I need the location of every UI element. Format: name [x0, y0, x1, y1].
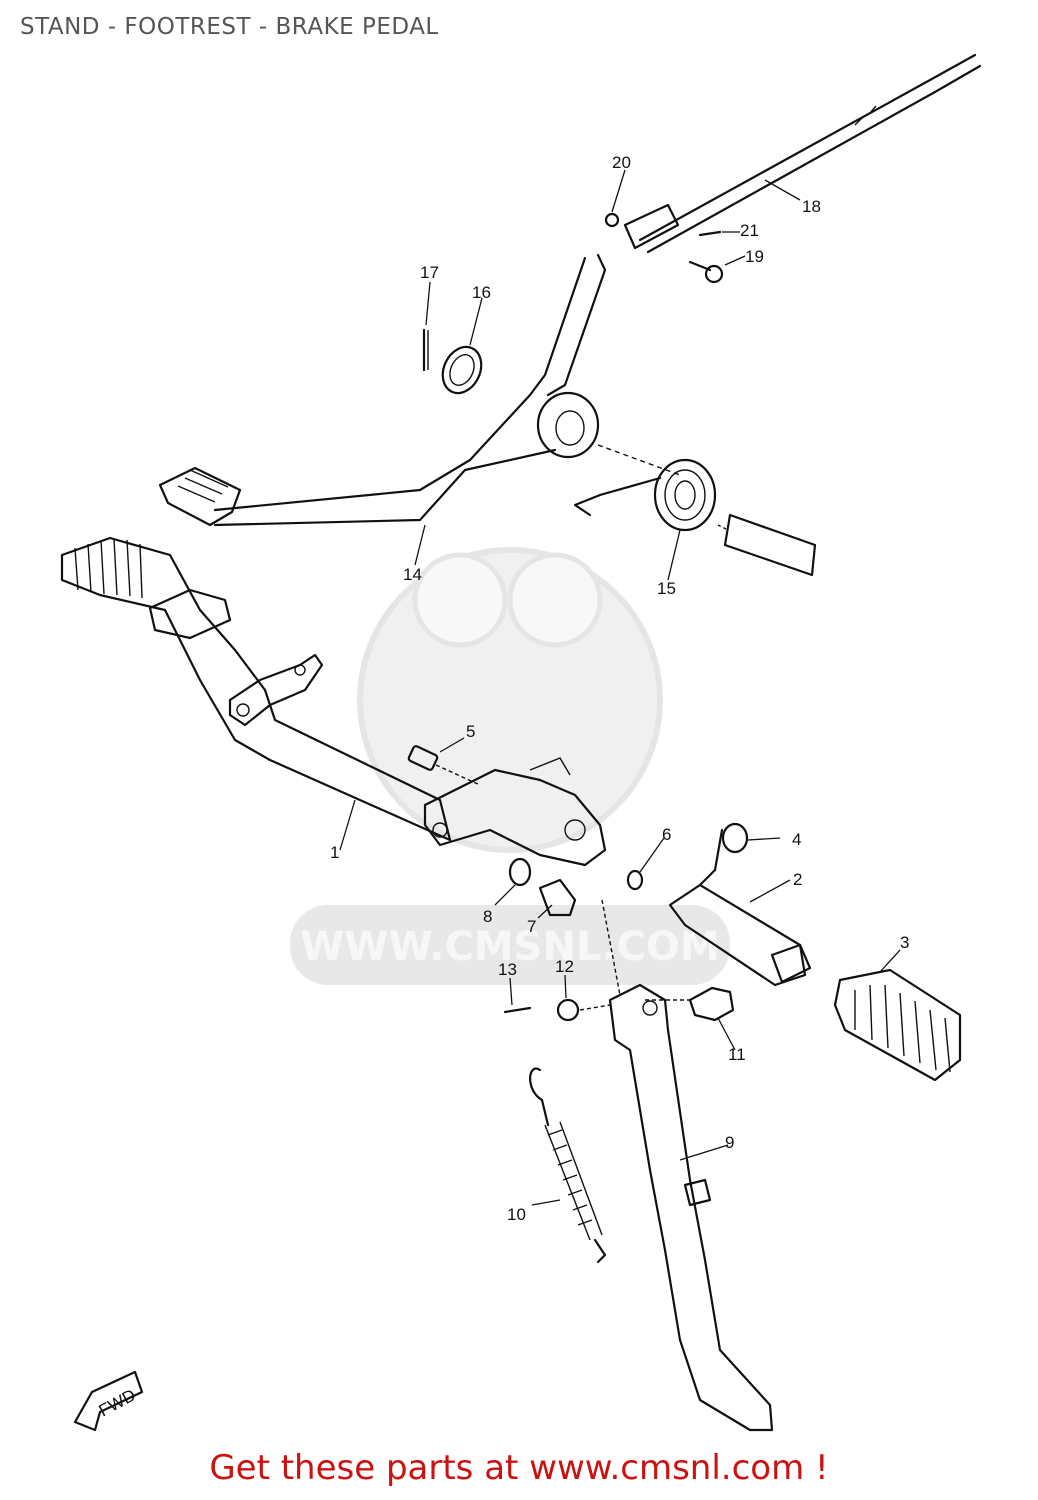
- label-4: 4: [792, 830, 801, 849]
- label-18: 18: [802, 197, 821, 216]
- label-3: 3: [900, 933, 909, 952]
- page-title: STAND - FOOTREST - BRAKE PEDAL: [20, 14, 439, 40]
- label-16: 16: [472, 283, 491, 302]
- cable-hardware: [604, 212, 724, 284]
- label-14: 14: [403, 565, 422, 584]
- fwd-label: FWD: [96, 1385, 139, 1420]
- watermark-text: WWW.CMSNL.COM: [300, 924, 720, 970]
- label-21: 21: [740, 221, 759, 240]
- stand-bracket: [423, 757, 607, 867]
- parts-diagram: WWW.CMSNL.COM: [60, 53, 982, 1432]
- side-stand: [601, 899, 774, 1432]
- label-10: 10: [507, 1205, 526, 1224]
- label-2: 2: [793, 870, 802, 889]
- brake-pedal: [158, 253, 681, 527]
- watermark: WWW.CMSNL.COM: [290, 547, 730, 985]
- stand-hardware: [503, 986, 735, 1022]
- pin-and-washer: [422, 328, 483, 395]
- right-footrest: [668, 883, 962, 1082]
- label-12: 12: [555, 957, 574, 976]
- label-5: 5: [466, 722, 475, 741]
- label-7: 7: [527, 917, 536, 936]
- label-17: 17: [420, 263, 439, 282]
- footrest-bar: [60, 536, 452, 842]
- label-11: 11: [728, 1045, 746, 1064]
- label-9: 9: [725, 1133, 734, 1152]
- label-20: 20: [612, 153, 631, 172]
- tension-spring: [529, 1067, 607, 1264]
- label-6: 6: [662, 825, 671, 844]
- forward-arrow-icon: FWD: [73, 1370, 144, 1432]
- brake-cable: [623, 53, 982, 254]
- return-spring: [573, 458, 817, 577]
- bolt-5: [407, 745, 481, 786]
- label-13: 13: [498, 960, 517, 979]
- spring-4: [698, 822, 749, 887]
- label-1: 1: [330, 843, 339, 862]
- washers-and-bolt: [508, 857, 644, 917]
- label-15: 15: [657, 579, 676, 598]
- part-labels: 1 2 3 4 5 6 7 8 9 10 11 12 13 14 15 16 1…: [330, 153, 909, 1224]
- leader-lines: [339, 169, 901, 1206]
- footer-banner[interactable]: Get these parts at www.cmsnl.com !: [209, 1448, 829, 1488]
- label-19: 19: [745, 247, 764, 266]
- label-8: 8: [483, 907, 492, 926]
